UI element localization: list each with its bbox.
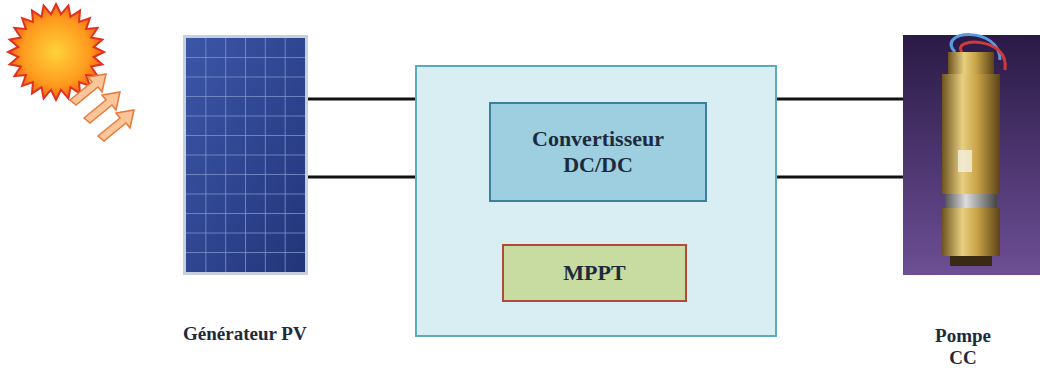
- node-caption: Générateur PV: [183, 323, 353, 345]
- node-label: MPPT: [555, 256, 633, 290]
- dc-pump-photo: [903, 35, 1040, 275]
- sun-rays: [70, 74, 134, 141]
- pv-panel: [183, 35, 308, 275]
- node-label: Convertisseur DC/DC: [491, 122, 705, 183]
- control-box: Convertisseur DC/DC MPPT: [415, 65, 777, 337]
- node-caption: Pompe CC: [925, 325, 1001, 369]
- pv-generator: Générateur PV: [183, 35, 308, 275]
- dc-pump: Pompe CC: [903, 35, 1040, 275]
- converter-box: Convertisseur DC/DC: [489, 102, 707, 202]
- mppt-box: MPPT: [502, 244, 687, 302]
